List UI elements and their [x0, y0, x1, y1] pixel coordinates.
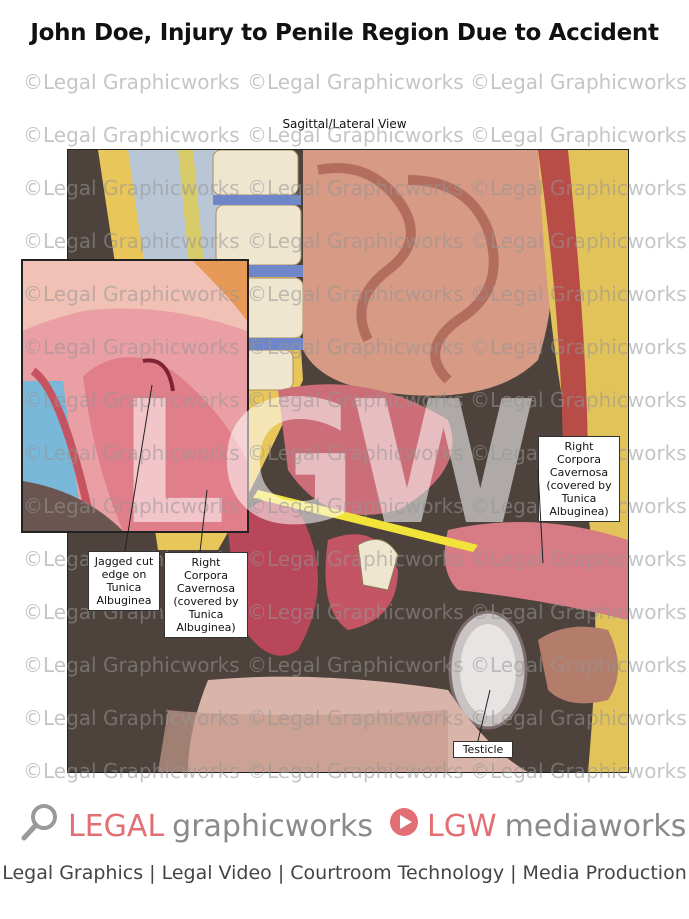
footer-brand-row: LEGAL graphicworks LGW mediaworks	[20, 804, 686, 846]
brand-graphicworks: graphicworks	[172, 808, 374, 844]
label-testicle: Testicle	[453, 741, 513, 758]
label-corpora-inset: Right Corpora Cavernosa (covered by Tuni…	[164, 552, 248, 638]
footer-tagline: Legal Graphics | Legal Video | Courtroom…	[2, 862, 687, 884]
brand-legal: LEGAL	[68, 808, 165, 844]
brand-lgw: LGW	[427, 808, 497, 844]
play-icon	[389, 807, 419, 845]
watermark: ©Legal Graphicworks	[247, 70, 464, 94]
magnifier-icon	[20, 802, 60, 850]
watermark: ©Legal Graphicworks	[470, 70, 687, 94]
brand-mediaworks: mediaworks	[504, 808, 687, 844]
watermark: ©Legal Graphicworks	[23, 70, 240, 94]
view-label: Sagittal/Lateral View	[282, 117, 407, 131]
lgw-center-mark: LGW	[118, 365, 537, 563]
page-title: John Doe, Injury to Penile Region Due to…	[30, 20, 659, 46]
label-jagged-cut: Jagged cut edge on Tunica Albuginea	[88, 551, 160, 611]
label-corpora-main: Right Corpora Cavernosa (covered by Tuni…	[538, 436, 620, 522]
anatomy-illustration	[67, 149, 629, 773]
